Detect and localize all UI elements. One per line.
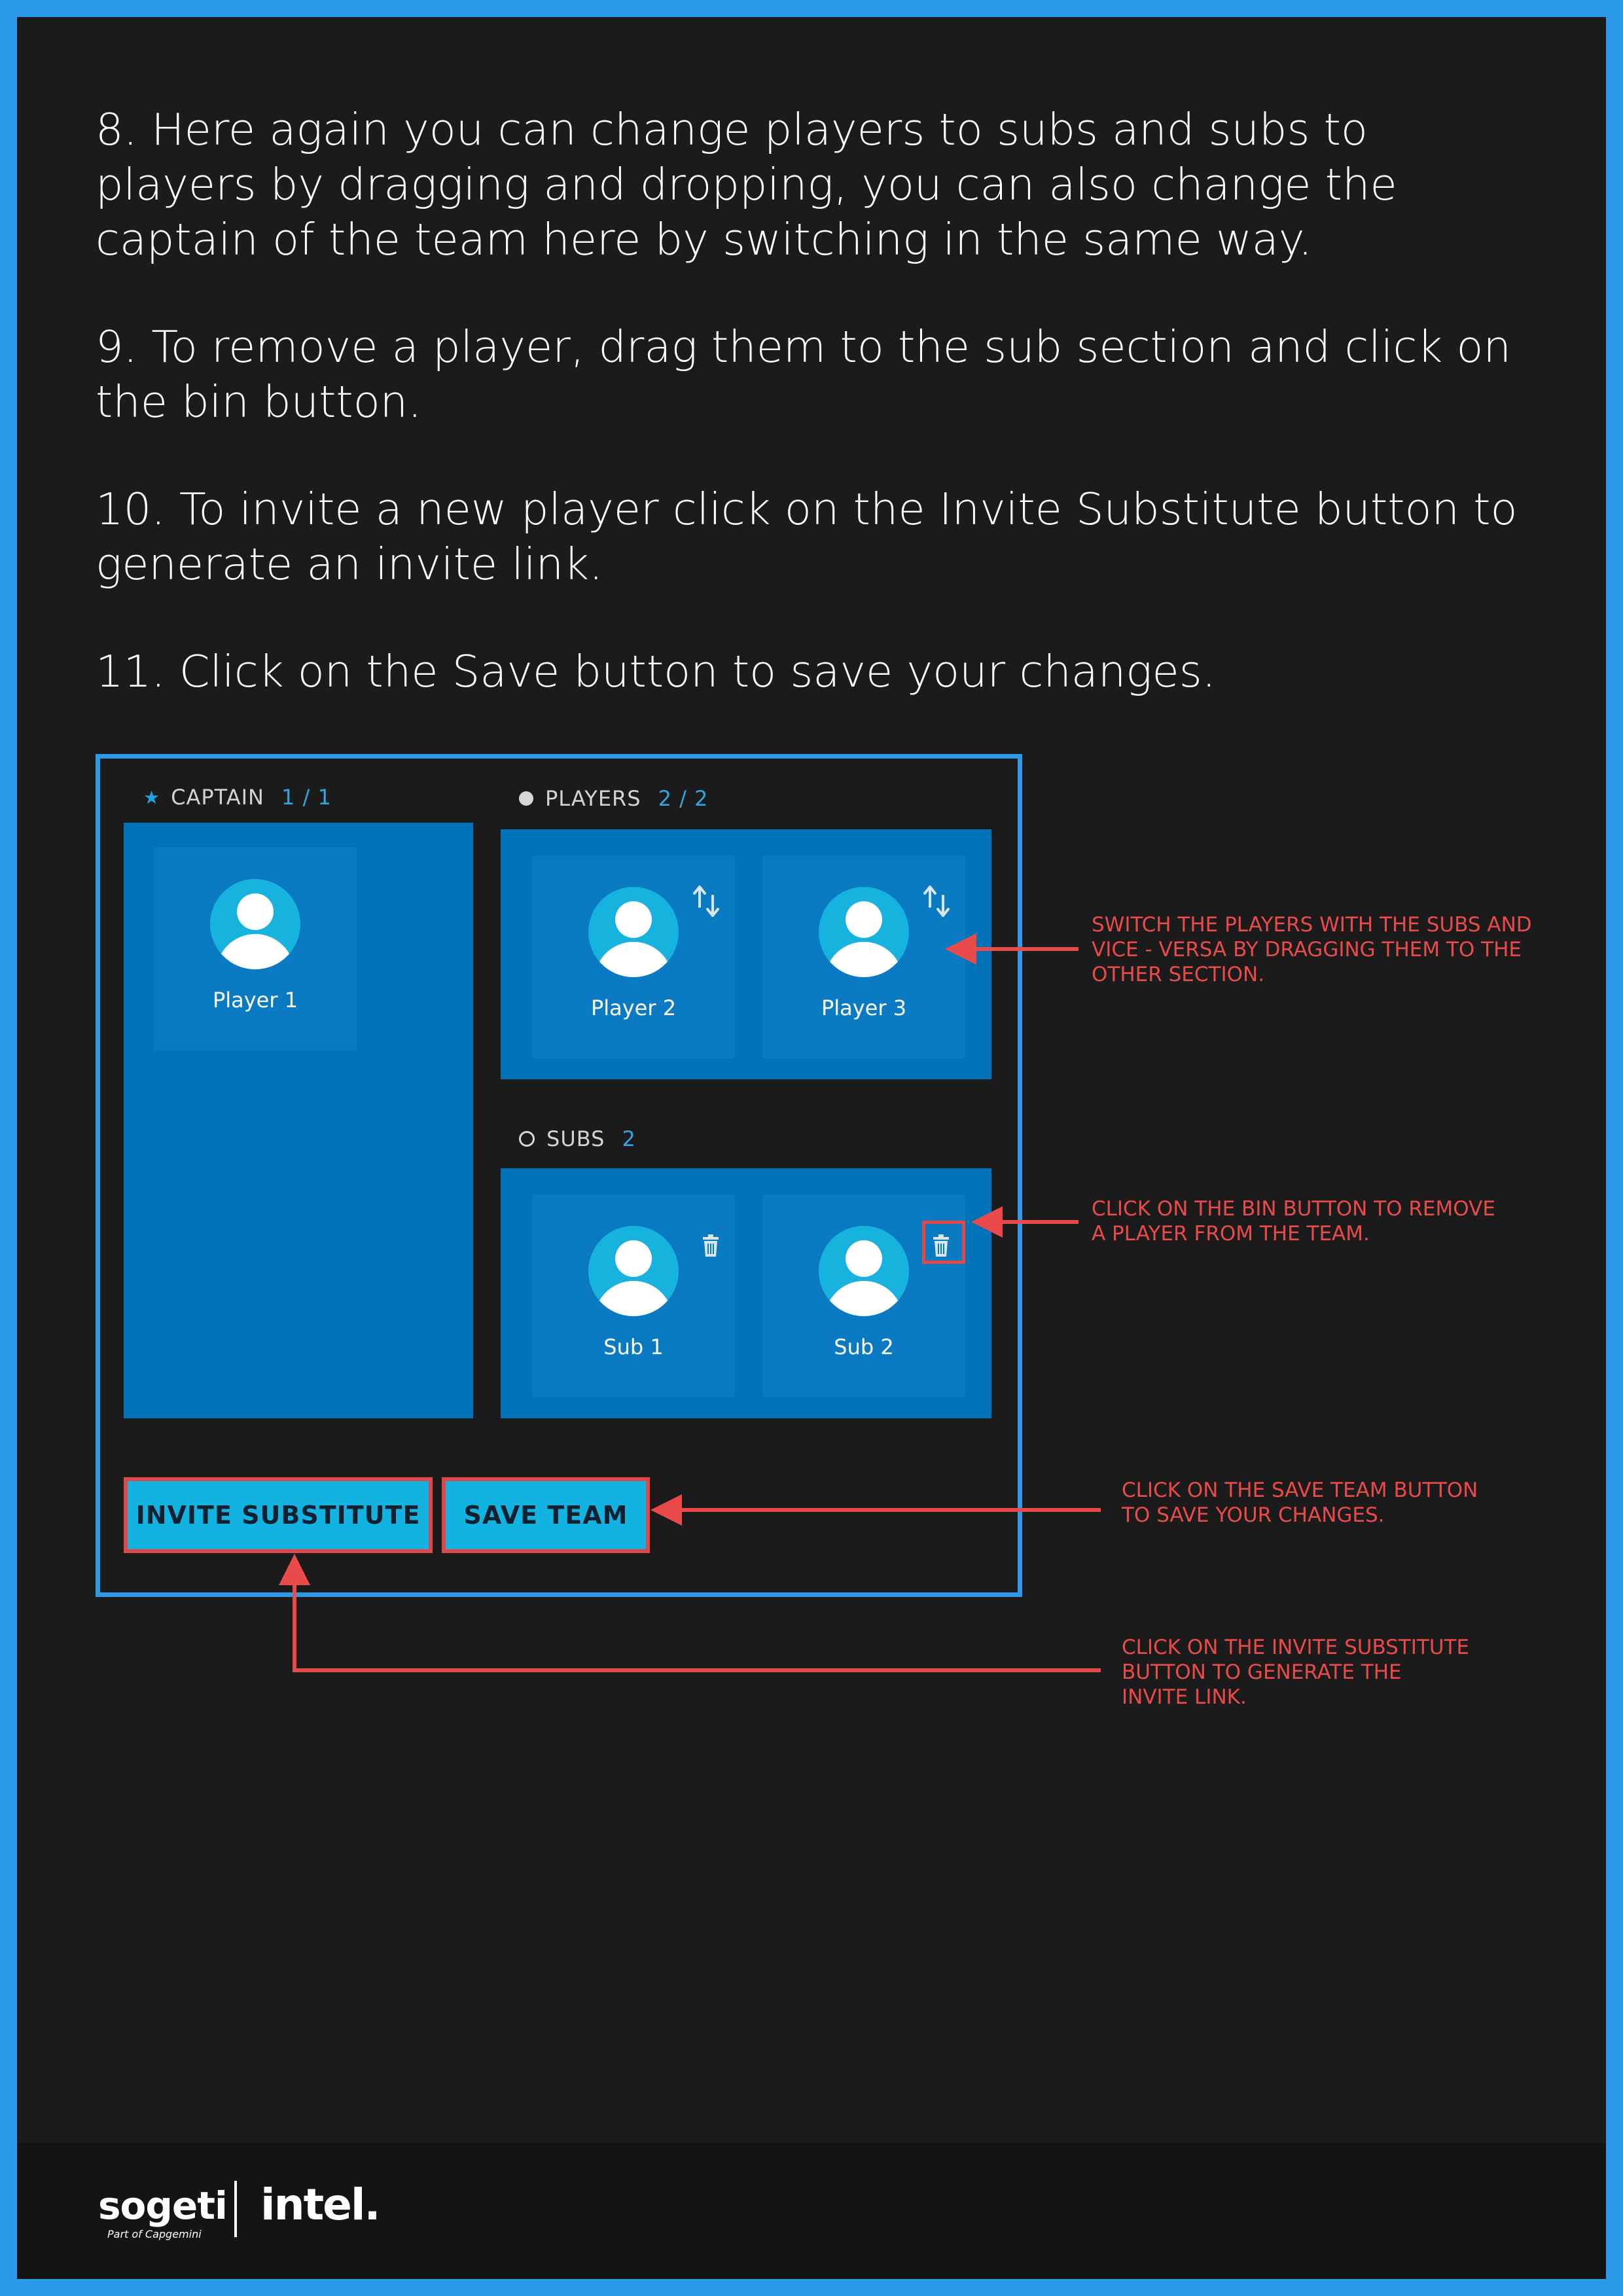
empty-circle-icon bbox=[519, 1131, 535, 1147]
avatar bbox=[210, 879, 300, 969]
filled-dot-icon bbox=[519, 791, 533, 806]
players-label: PLAYERS bbox=[545, 786, 641, 811]
player-card[interactable]: Player 2 bbox=[532, 855, 735, 1058]
sub-name: Sub 1 bbox=[603, 1335, 664, 1359]
page: 8. Here again you can change players to … bbox=[17, 17, 1606, 2279]
players-count: 2 / 2 bbox=[658, 786, 709, 811]
sub-card[interactable]: Sub 1 bbox=[532, 1194, 735, 1397]
footer: sogeti Part of Capgemini intel. bbox=[17, 2143, 1606, 2279]
swap-icon[interactable] bbox=[692, 884, 721, 918]
annotation-arrows bbox=[279, 933, 1101, 1672]
subs-section-label: SUBS 2 bbox=[519, 1126, 636, 1151]
logo-divider bbox=[234, 2181, 237, 2237]
annotation-switch: SWITCH THE PLAYERS WITH THE SUBS AND VIC… bbox=[1092, 913, 1532, 986]
captain-count: 1 / 1 bbox=[281, 785, 332, 810]
save-team-button[interactable]: SAVE TEAM bbox=[442, 1477, 650, 1553]
player-name: Player 1 bbox=[212, 988, 298, 1013]
captain-section-label: ★ CAPTAIN 1 / 1 bbox=[143, 785, 332, 810]
arrow-invite bbox=[279, 1554, 1101, 1672]
player-name: Player 2 bbox=[590, 996, 677, 1020]
instruction-10: 10. To invite a new player click on the … bbox=[96, 484, 1518, 590]
players-dropzone[interactable]: Player 2 Player 3 bbox=[501, 829, 991, 1079]
players-section-label: PLAYERS 2 / 2 bbox=[519, 786, 708, 811]
annotation-bin: CLICK ON THE BIN BUTTON TO REMOVE A PLAY… bbox=[1092, 1197, 1495, 1246]
player-card-captain[interactable]: Player 1 bbox=[154, 848, 357, 1050]
avatar bbox=[819, 887, 909, 977]
avatar bbox=[588, 887, 679, 977]
avatar bbox=[819, 1226, 909, 1316]
sub-card[interactable]: Sub 2 bbox=[762, 1194, 965, 1397]
sub-name: Sub 2 bbox=[834, 1335, 894, 1359]
bin-icon[interactable] bbox=[701, 1234, 721, 1257]
bin-highlight bbox=[922, 1221, 965, 1264]
captain-label: CAPTAIN bbox=[171, 785, 264, 810]
subs-count: 2 bbox=[622, 1126, 636, 1151]
player-name: Player 3 bbox=[821, 996, 907, 1020]
swap-icon[interactable] bbox=[922, 884, 951, 918]
bin-icon[interactable] bbox=[931, 1234, 951, 1257]
intel-logo: intel. bbox=[260, 2179, 381, 2230]
instruction-11: 11. Click on the Save button to save you… bbox=[96, 646, 1216, 697]
subs-label: SUBS bbox=[546, 1126, 605, 1151]
captain-dropzone[interactable]: Player 1 bbox=[124, 823, 473, 1418]
sogeti-logo: sogeti bbox=[98, 2183, 228, 2228]
star-icon: ★ bbox=[143, 786, 161, 808]
annotation-save: CLICK ON THE SAVE TEAM BUTTON TO SAVE YO… bbox=[1122, 1479, 1478, 1527]
invite-substitute-button[interactable]: INVITE SUBSTITUTE bbox=[124, 1477, 433, 1553]
player-card[interactable]: Player 3 bbox=[762, 855, 965, 1058]
instruction-8: 8. Here again you can change players to … bbox=[96, 104, 1397, 265]
team-editor: ★ CAPTAIN 1 / 1 Player 1 PLAYERS 2 / 2 P… bbox=[96, 754, 1022, 1597]
capgemini-sublogo: Part of Capgemini bbox=[107, 2228, 202, 2240]
instruction-9: 9. To remove a player, drag them to the … bbox=[96, 321, 1511, 427]
subs-dropzone[interactable]: Sub 1 Sub 2 bbox=[501, 1168, 991, 1418]
instructions: 8. Here again you can change players to … bbox=[96, 102, 1535, 751]
annotation-invite: CLICK ON THE INVITE SUBSTITUTE BUTTON TO… bbox=[1122, 1636, 1470, 1709]
avatar bbox=[588, 1226, 679, 1316]
